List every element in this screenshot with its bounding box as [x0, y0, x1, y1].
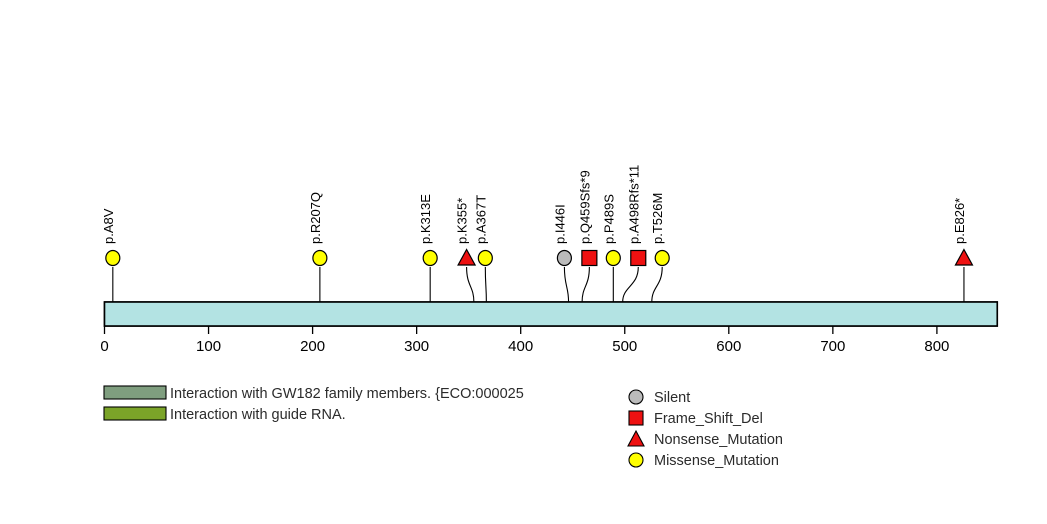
- axis-tick-label: 300: [404, 338, 429, 355]
- mutation-marker[interactable]: p.I446I (Silent): [556, 249, 573, 267]
- type-legend-label: Missense_Mutation: [654, 453, 779, 469]
- marker-square-icon[interactable]: [630, 249, 647, 267]
- marker-circle-icon[interactable]: [556, 249, 573, 267]
- domain-legend: Interaction with GW182 family members. {…: [103, 385, 524, 423]
- mutation-marker[interactable]: p.A367T (Missense_Mutation): [477, 249, 493, 267]
- mutation-marker[interactable]: p.A8V (Missense_Mutation): [105, 249, 121, 267]
- mutation-label: p.I446I: [552, 204, 567, 244]
- marker-circle-icon[interactable]: [654, 249, 670, 267]
- mutation-type-legend: SilentFrame_Shift_DelNonsense_MutationMi…: [627, 389, 783, 469]
- axis-tick-label: 400: [508, 338, 533, 355]
- mutation-marker[interactable]: p.K355* (Nonsense_Mutation): [457, 248, 477, 266]
- protein-bar: [103, 301, 999, 327]
- domain-legend-swatch: [103, 385, 167, 400]
- legend-circle-icon: [628, 452, 644, 468]
- mutation-marker[interactable]: p.T526M (Missense_Mutation): [654, 249, 670, 267]
- protein-backbone: [103, 301, 999, 327]
- legend-triangle-icon: [627, 429, 645, 447]
- mutation-label: p.R207Q: [308, 192, 323, 244]
- mutation-label: p.K313E: [418, 194, 433, 244]
- axis-tick-label: 700: [820, 338, 845, 355]
- marker-triangle-icon[interactable]: [457, 248, 477, 266]
- mutation-marker[interactable]: p.E826* (Nonsense_Mutation): [954, 248, 974, 266]
- mutation-label: p.P489S: [601, 194, 616, 244]
- lollipop-stem: [466, 266, 475, 303]
- lollipop-stem: [563, 266, 570, 303]
- legend-square-icon: [628, 410, 644, 426]
- mutation-marker[interactable]: p.K313E (Missense_Mutation): [422, 249, 438, 267]
- axis-tick-label: 0: [100, 338, 108, 355]
- mutation-labels: p.A8V p.R207Q p.K313E p.K355*p.A367T p.I446I…: [101, 165, 967, 244]
- axis-tick-label: 200: [300, 338, 325, 355]
- mutation-label: p.T526M: [650, 193, 665, 244]
- mutation-label: p.A367T: [473, 195, 488, 244]
- domain-legend-label: Interaction with guide RNA.: [170, 407, 346, 423]
- marker-square-icon[interactable]: [581, 249, 598, 267]
- marker-circle-icon[interactable]: [477, 249, 493, 267]
- legend-circle-icon: [628, 389, 644, 405]
- domain-legend-item[interactable]: Interaction with guide RNA.: [103, 406, 346, 423]
- lollipop-stem: [484, 266, 487, 303]
- domain-legend-swatch: [103, 406, 167, 421]
- marker-circle-icon[interactable]: [422, 249, 438, 267]
- domain-legend-item[interactable]: Interaction with GW182 family members. {…: [103, 385, 524, 402]
- marker-circle-icon[interactable]: [105, 249, 121, 267]
- lollipop-stem: [581, 266, 590, 303]
- lollipop-stems: [112, 266, 965, 303]
- mutation-marker[interactable]: p.Q459Sfs*9 (Frame_Shift_Del): [581, 249, 598, 267]
- axis-tick-label: 600: [716, 338, 741, 355]
- axis-tick-label: 100: [196, 338, 221, 355]
- mutation-label: p.K355*: [455, 198, 470, 244]
- mutation-marker[interactable]: p.R207Q (Missense_Mutation): [312, 249, 328, 267]
- domain-legend-label: Interaction with GW182 family members. {…: [170, 386, 524, 402]
- mutation-label: p.A498Rfs*11: [626, 165, 641, 244]
- mutation-marker[interactable]: p.A498Rfs*11 (Frame_Shift_Del): [630, 249, 647, 267]
- mutation-marker[interactable]: p.P489S (Missense_Mutation): [605, 249, 621, 267]
- type-legend-label: Frame_Shift_Del: [654, 411, 763, 427]
- marker-triangle-icon[interactable]: [954, 248, 974, 266]
- lollipop-stem: [651, 266, 663, 303]
- mutation-label: p.E826*: [952, 198, 967, 244]
- type-legend-item[interactable]: Silent: [628, 389, 690, 406]
- marker-circle-icon[interactable]: [605, 249, 621, 267]
- type-legend-item[interactable]: Nonsense_Mutation: [627, 429, 783, 448]
- lollipop-markers[interactable]: p.A8V (Missense_Mutation) p.R207Q (Missen…: [105, 248, 974, 267]
- type-legend-item[interactable]: Frame_Shift_Del: [628, 410, 763, 427]
- marker-circle-icon[interactable]: [312, 249, 328, 267]
- axis-tick-label: 800: [924, 338, 949, 355]
- axis-tick-label: 500: [612, 338, 637, 355]
- mutation-label: p.A8V: [101, 208, 116, 244]
- type-legend-item[interactable]: Missense_Mutation: [628, 452, 779, 469]
- type-legend-label: Nonsense_Mutation: [654, 432, 783, 448]
- position-axis: 0 100 200 300 400 500 600 700 800: [100, 326, 949, 355]
- type-legend-label: Silent: [654, 390, 690, 406]
- lollipop-stem: [622, 266, 639, 303]
- mutation-label: p.Q459Sfs*9: [577, 170, 592, 244]
